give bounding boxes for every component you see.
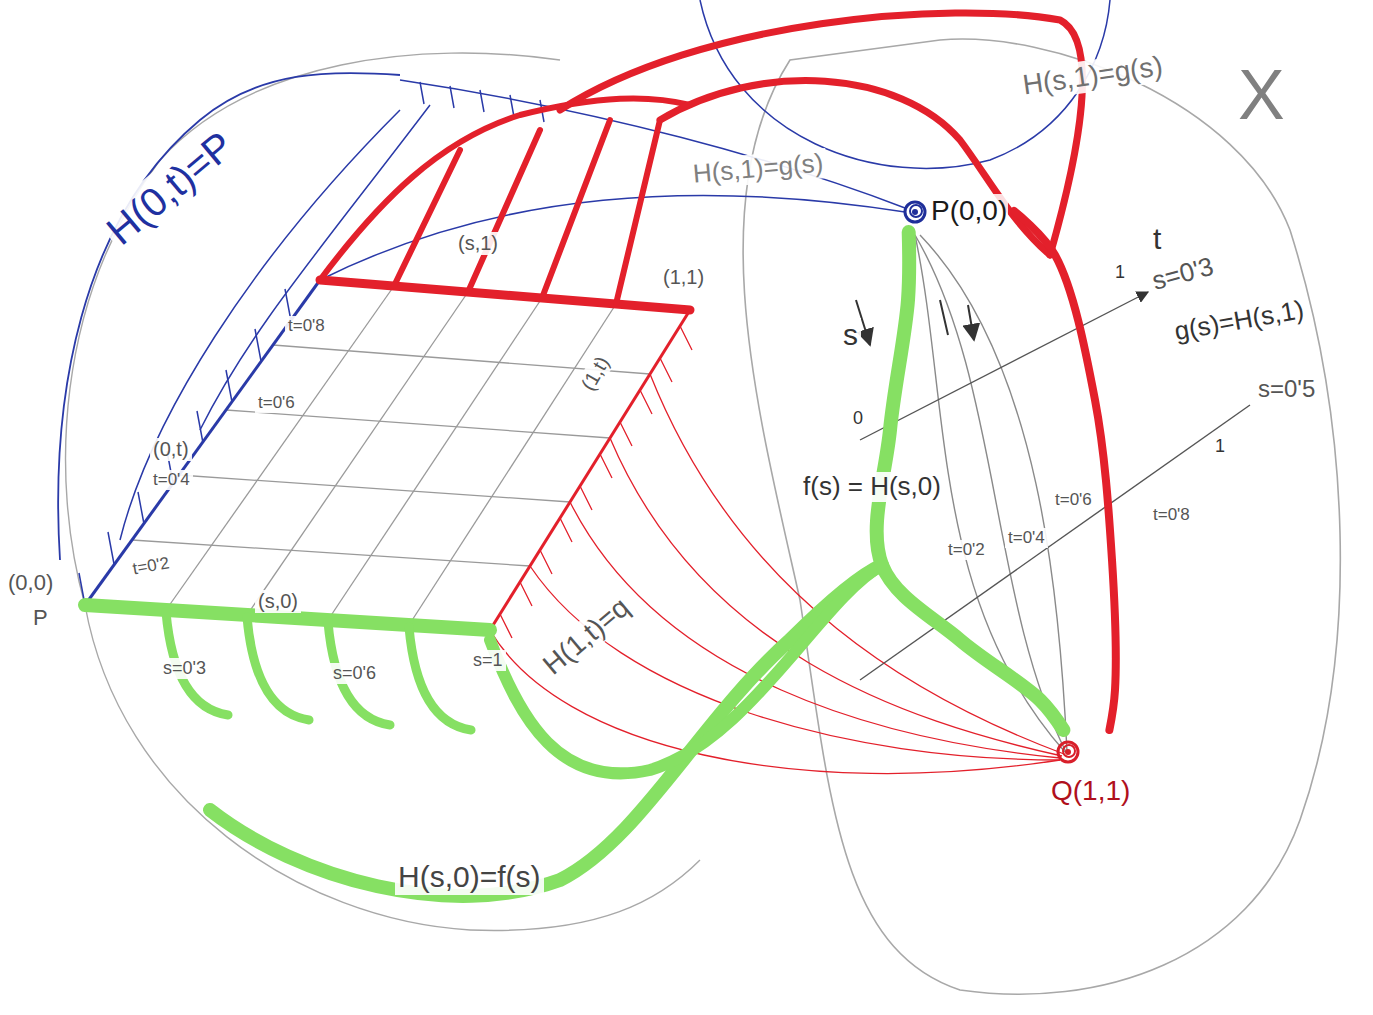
point-scribble xyxy=(1045,730,1085,774)
handwritten-label: s=1 xyxy=(470,650,506,671)
square-grid xyxy=(132,286,650,625)
handwritten-label: t=0'2 xyxy=(945,540,988,560)
point-circle xyxy=(905,202,925,222)
point-circle xyxy=(1063,745,1075,757)
point-dot xyxy=(912,209,918,215)
homotopy-path xyxy=(1014,211,1116,730)
handwritten-label: t=0'8 xyxy=(285,316,328,336)
handwritten-label: t=0'6 xyxy=(255,393,298,413)
point-circle xyxy=(910,205,922,217)
grid-line xyxy=(247,292,468,615)
handwritten-label: t=0'8 xyxy=(1150,505,1193,525)
handwritten-label: 1 xyxy=(1112,262,1128,283)
handwritten-label: H(1,t)=q xyxy=(535,589,638,683)
handwritten-label: H(s,0)=f(s) xyxy=(395,860,544,895)
point-label: Q(1,1) xyxy=(1051,774,1131,808)
handwritten-label: 1 xyxy=(1212,436,1228,457)
green-line xyxy=(490,565,882,773)
edge-label: g(s)=H(s,1) xyxy=(1169,294,1309,347)
handwritten-label: P xyxy=(30,605,51,630)
top-edge-map xyxy=(320,13,1082,310)
handwritten-label: t=0'4 xyxy=(150,470,193,490)
handwritten-label: t=0'2 xyxy=(128,553,174,580)
handwritten-label: (0,t) xyxy=(150,438,192,461)
edge-label: f(s) = H(s,0) xyxy=(800,472,944,502)
handwritten-label: s=0'5 xyxy=(1255,375,1318,403)
handwritten-label: 0 xyxy=(850,408,866,429)
left-edge-map xyxy=(58,73,905,605)
point-dot xyxy=(1065,749,1071,755)
grid-line xyxy=(179,475,570,502)
handwritten-label: s=0'3 xyxy=(1146,251,1219,297)
handwritten-label: H(0,t)=P xyxy=(95,120,244,256)
green-line xyxy=(210,565,882,896)
handwritten-label: (0,0) xyxy=(5,570,56,595)
grid-line xyxy=(132,540,530,566)
red-line xyxy=(660,81,1050,255)
top-edge xyxy=(320,280,690,310)
handwritten-label: t xyxy=(1150,222,1164,257)
grid-line xyxy=(409,304,616,625)
handwritten-label: (s,1) xyxy=(455,232,501,255)
domain-outline xyxy=(66,53,700,930)
handwritten-label: (1,1) xyxy=(660,266,707,289)
red-stripes xyxy=(394,120,660,304)
bottom-edge-map xyxy=(85,565,882,896)
red-line xyxy=(650,374,1064,754)
s-line xyxy=(860,405,1250,680)
point-label: P(0,0) xyxy=(931,194,1008,228)
pencil-line xyxy=(66,53,560,605)
grid-line xyxy=(328,298,542,620)
handwritten-label: s=0'3 xyxy=(160,658,209,679)
blue-line xyxy=(320,195,905,280)
red-line xyxy=(320,98,690,280)
red-hatching xyxy=(500,326,692,638)
handwritten-label: (s,0) xyxy=(255,590,301,613)
handwritten-label: s=0'6 xyxy=(330,663,379,684)
blue-hatching xyxy=(79,289,291,605)
grid-line xyxy=(226,410,610,438)
handwritten-label: t=0'6 xyxy=(1052,490,1095,510)
green-stripes xyxy=(166,612,471,730)
handwritten-label: s xyxy=(840,318,861,353)
point-node: Q(1,1) xyxy=(1045,730,1137,812)
blue-line xyxy=(58,73,400,560)
handwritten-label: H(s,1)=g(s) xyxy=(1018,50,1168,102)
point-node: P(0,0) xyxy=(897,190,1014,232)
handwritten-label: H(s,1)=g(s) xyxy=(689,148,828,190)
handwritten-label: t=0'4 xyxy=(1005,528,1048,548)
s-arrows xyxy=(940,300,974,340)
point-circle xyxy=(1058,742,1078,762)
handwritten-label: X xyxy=(1235,55,1288,136)
red-line xyxy=(560,13,1082,255)
